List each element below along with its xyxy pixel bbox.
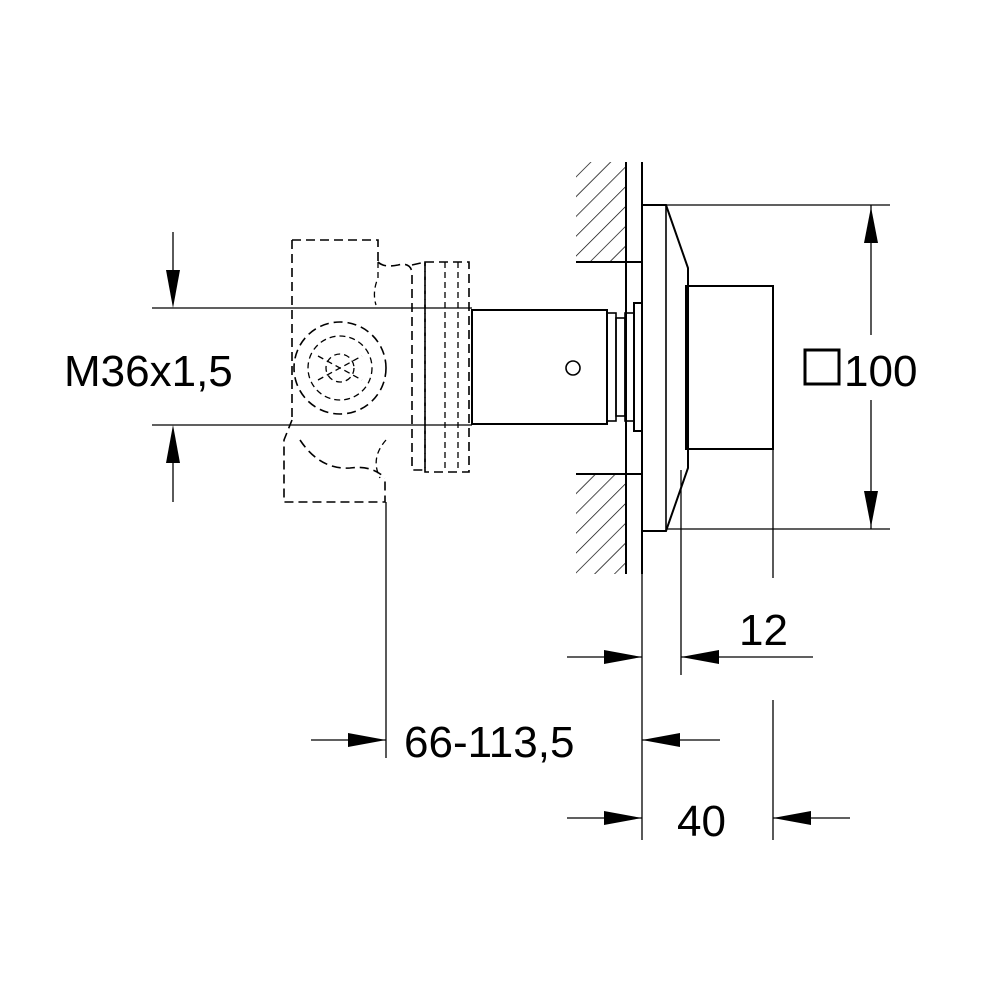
thread-label: M36x1,5 <box>64 347 233 396</box>
wall-section <box>576 162 643 574</box>
cover-plate <box>642 204 689 532</box>
thread-dimension: M36x1,5 <box>64 232 472 502</box>
handle-knob <box>685 285 774 450</box>
wall-bottom-hatch <box>576 473 642 574</box>
depth-40-dimension: 40 <box>567 700 850 846</box>
spindle-hole <box>565 360 581 376</box>
install-range-label: 66-113,5 <box>404 718 574 767</box>
square-size-dimension: 100 <box>666 204 917 530</box>
concealed-valve-body <box>283 239 470 503</box>
wall-top-hatch <box>576 162 642 263</box>
valve-spindle <box>471 302 643 432</box>
square-dimension-icon <box>803 348 841 386</box>
square-size-label: 100 <box>844 347 917 396</box>
depth-12-dimension: 12 <box>567 449 813 840</box>
install-range-dimension: 66-113,5 <box>311 502 720 767</box>
depth-40-label: 40 <box>677 797 726 846</box>
depth-12-label: 12 <box>739 606 788 655</box>
